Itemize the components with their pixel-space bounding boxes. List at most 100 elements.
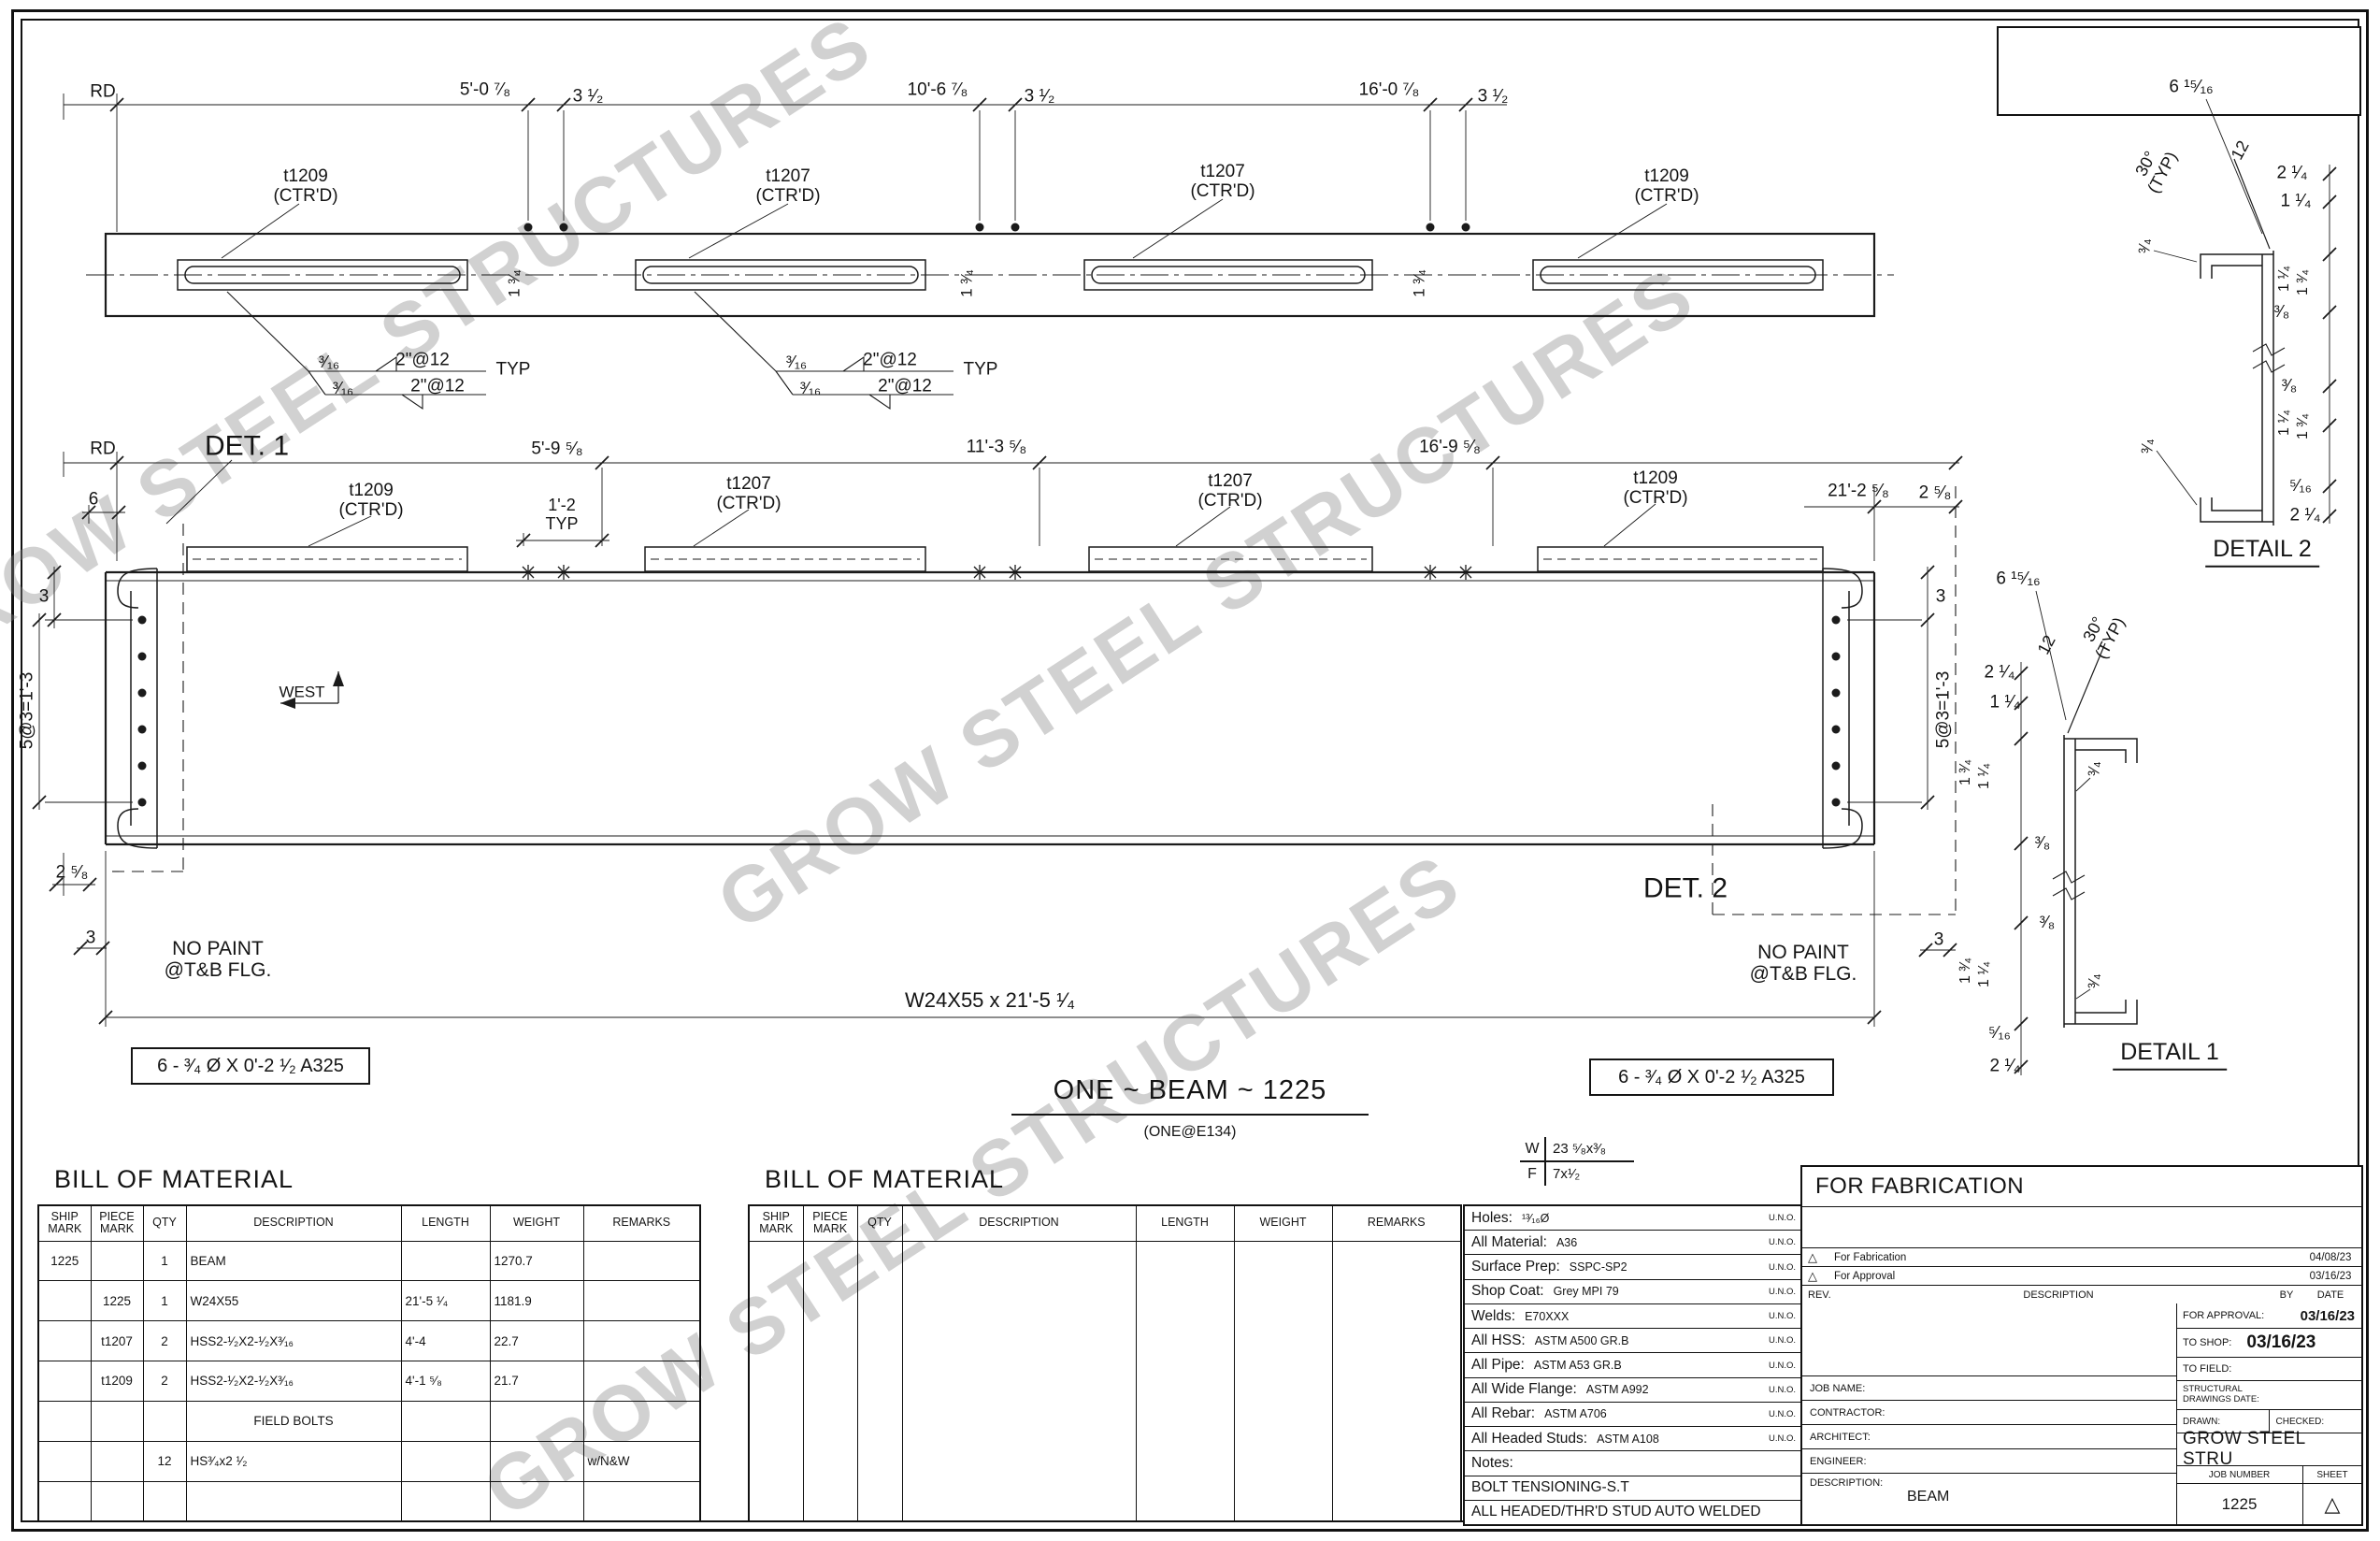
title-block: FOR FABRICATION △ For Fabrication 04/08/…	[1800, 1165, 2363, 1526]
wf-key: W	[1520, 1137, 1546, 1160]
note-label: Notes:	[1471, 1454, 1513, 1471]
sheet-triangle-icon: △	[2324, 1491, 2341, 1516]
bom-cell: 21'-5 ¹⁄₄	[400, 1280, 491, 1322]
note-row: ALL HEADED/THR'D STUD AUTO WELDED	[1465, 1501, 1802, 1524]
bom-cell	[90, 1240, 144, 1282]
bom-cell	[37, 1280, 92, 1322]
bom-cell: HSS2-¹⁄₂X2-¹⁄₂X³⁄₁₆	[185, 1361, 402, 1402]
bom-title: BILL OF MATERIAL	[54, 1165, 294, 1193]
note-value: Grey MPI 79	[1553, 1285, 1619, 1299]
uno-label: U.N.O.	[1768, 1433, 1796, 1445]
uno-label: U.N.O.	[1768, 1237, 1796, 1248]
bom-cell: 1	[142, 1240, 187, 1282]
note-value: ASTM A706	[1544, 1407, 1607, 1421]
bom-column-header: WEIGHT	[1233, 1204, 1333, 1242]
drawing-subtitle: (ONE@E134)	[1143, 1124, 1237, 1140]
bom-row: FIELD BOLTS	[37, 1400, 701, 1442]
note-label: All Pipe:	[1471, 1357, 1525, 1374]
bom-cell: 12	[142, 1440, 187, 1482]
bom-column-header: REMARKS	[1331, 1204, 1462, 1242]
bom-cell: 22.7	[489, 1320, 584, 1362]
job-number-sheet-header: JOB NUMBER SHEET	[2176, 1465, 2361, 1483]
note-label: All HSS:	[1471, 1332, 1526, 1348]
note-value: ASTM A53 GR.B	[1533, 1359, 1622, 1373]
rev-header: REV.	[1808, 1289, 1831, 1301]
bom-cell	[90, 1400, 144, 1442]
rev-triangle-icon: △	[1808, 1250, 1817, 1264]
description-row: DESCRIPTION: BEAM	[1802, 1473, 2176, 1524]
approval-column: FOR APPROVAL: 03/16/23 TO SHOP: 03/16/23…	[2176, 1303, 2361, 1524]
uno-label: U.N.O.	[1768, 1213, 1796, 1224]
bom-cell	[489, 1400, 584, 1442]
bom-cell	[37, 1440, 92, 1482]
note-label: Holes:	[1471, 1209, 1513, 1226]
note-label: Shop Coat:	[1471, 1283, 1544, 1300]
bom-cell	[400, 1440, 491, 1482]
uno-label: U.N.O.	[1768, 1311, 1796, 1322]
wf-row: W 23 ⁵⁄₈x³⁄₈	[1520, 1137, 1634, 1162]
bom-cell: 1181.9	[489, 1280, 584, 1322]
drawn-checked-row: DRAWN: CHECKED:	[2176, 1409, 2361, 1433]
bom-cell	[582, 1361, 701, 1402]
note-value: ASTM A108	[1597, 1432, 1659, 1446]
checked-label: CHECKED:	[2268, 1410, 2362, 1433]
bom-cell	[400, 1240, 491, 1282]
note-label: BOLT TENSIONING-S.T	[1471, 1479, 1629, 1496]
bom-column-header: LENGTH	[1135, 1204, 1235, 1242]
uno-label: U.N.O.	[1768, 1261, 1796, 1273]
bom-cell	[489, 1440, 584, 1482]
sheet-border-outer	[11, 9, 2369, 1532]
bom-cell: t1209	[90, 1361, 144, 1402]
drawing-title: ONE ~ BEAM ~ 1225	[1011, 1075, 1369, 1116]
note-row: Notes:	[1465, 1451, 1802, 1476]
note-value: A36	[1556, 1235, 1578, 1249]
note-label: Welds:	[1471, 1307, 1516, 1324]
to-shop-date: 03/16/23	[2246, 1332, 2316, 1352]
bom-empty-space	[37, 1480, 701, 1521]
bom-cell: t1207	[90, 1320, 144, 1362]
bom-cell	[37, 1361, 92, 1402]
revision-table: △ For Fabrication 04/08/23 △ For Approva…	[1802, 1206, 2361, 1303]
note-value: E70XXX	[1525, 1309, 1570, 1323]
bom-column-header: REMARKS	[582, 1204, 701, 1242]
note-label: ALL HEADED/THR'D STUD AUTO WELDED	[1471, 1504, 1761, 1520]
bom-cell	[582, 1320, 701, 1362]
bolt-callout-right: 6 - ³⁄₄ Ø X 0'-2 ¹⁄₂ A325	[1589, 1059, 1834, 1096]
note-row: Welds: E70XXX U.N.O.	[1465, 1304, 1802, 1330]
job-info-column: JOB NAME: CONTRACTOR: ARCHITECT: ENGINEE…	[1802, 1303, 2177, 1524]
note-label: All Rebar:	[1471, 1405, 1536, 1422]
bom-cell: BEAM	[185, 1240, 402, 1282]
by-header: BY	[2279, 1289, 2294, 1301]
bolt-callout-left: 6 - ³⁄₄ Ø X 0'-2 ¹⁄₂ A325	[131, 1047, 370, 1085]
note-row: BOLT TENSIONING-S.T	[1465, 1476, 1802, 1501]
bom-cell: 4'-4	[400, 1320, 491, 1362]
wf-row: F 7x¹⁄₂	[1520, 1162, 1634, 1186]
bom-cell	[142, 1400, 187, 1442]
uno-label: U.N.O.	[1768, 1384, 1796, 1395]
bom-cell: HSS2-¹⁄₂X2-¹⁄₂X³⁄₁₆	[185, 1320, 402, 1362]
bom-cell: 1225	[90, 1280, 144, 1322]
revision-date: 04/08/23	[2309, 1251, 2352, 1263]
revision-label: For Fabrication	[1834, 1251, 1907, 1263]
bom-cell	[582, 1240, 701, 1282]
note-row: All Rebar: ASTM A706 U.N.O.	[1465, 1403, 1802, 1428]
bom-cell	[582, 1280, 701, 1322]
note-label: All Material:	[1471, 1233, 1547, 1250]
note-value: ASTM A992	[1585, 1383, 1649, 1397]
bom-column-header: DESCRIPTION	[185, 1204, 402, 1242]
bom-cell	[37, 1400, 92, 1442]
uno-label: U.N.O.	[1768, 1408, 1796, 1419]
drawn-label: DRAWN:	[2183, 1416, 2221, 1427]
